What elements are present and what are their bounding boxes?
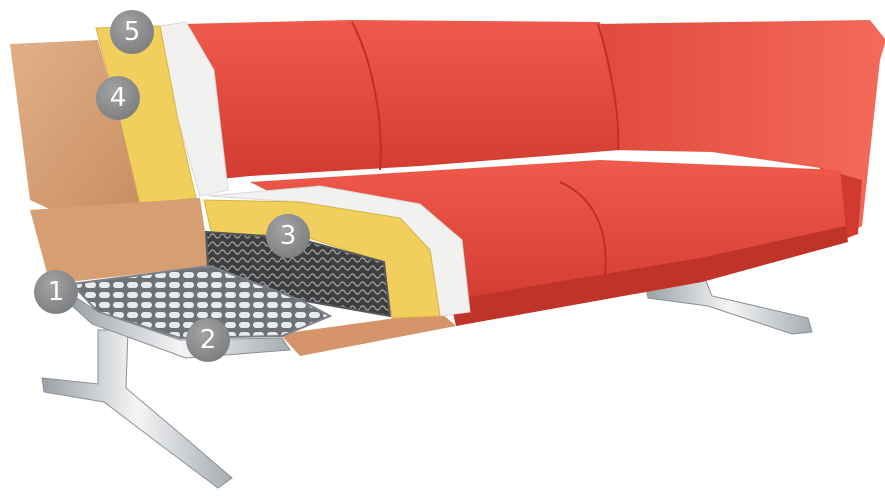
callout-4-label: 4 — [110, 83, 127, 113]
callout-3-label: 3 — [280, 221, 297, 251]
callout-5: 5 — [110, 10, 154, 54]
callout-1-label: 1 — [48, 277, 65, 307]
callout-3: 3 — [266, 214, 310, 258]
callout-1: 1 — [34, 270, 78, 314]
callout-4: 4 — [96, 76, 140, 120]
backrest — [182, 20, 620, 180]
callout-5-label: 5 — [124, 17, 141, 47]
callout-2: 2 — [186, 318, 230, 362]
callout-2-label: 2 — [200, 325, 217, 355]
